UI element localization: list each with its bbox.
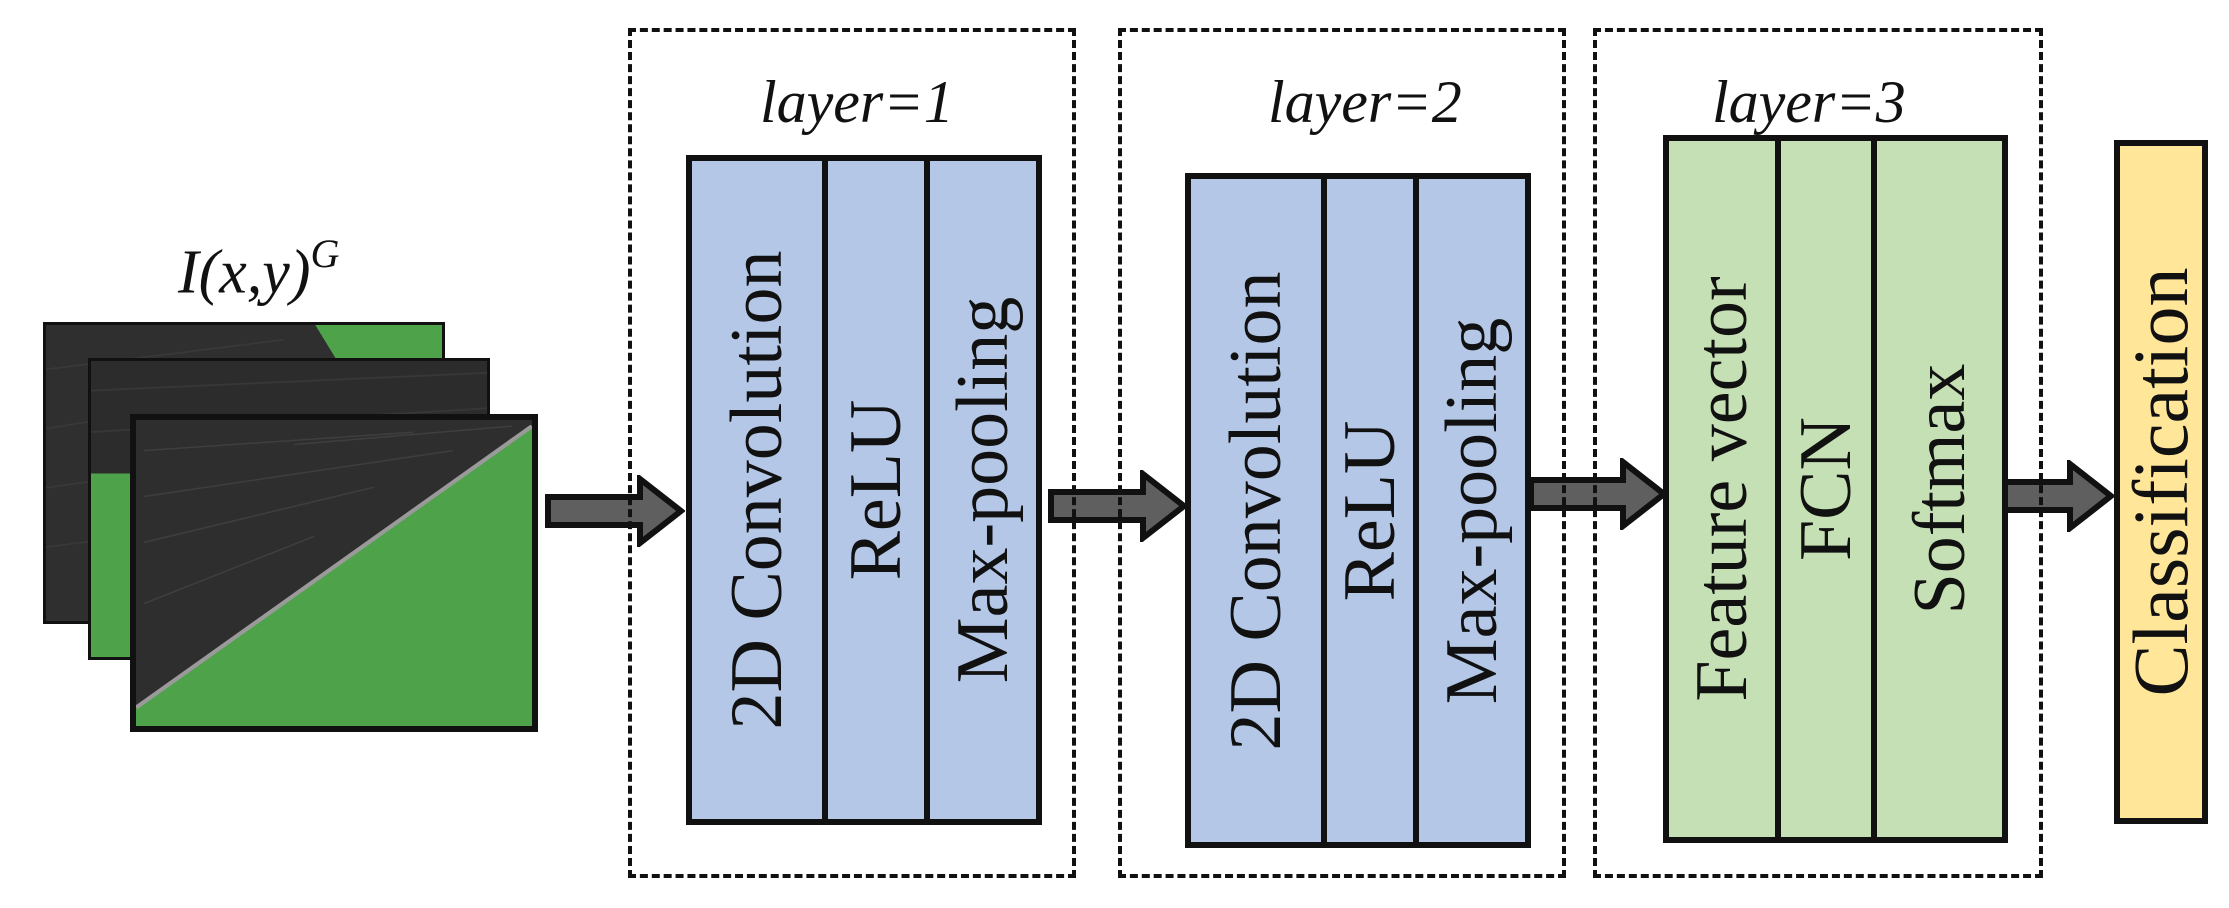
layer-2-label: layer=2 (1268, 69, 1462, 135)
op-fcn: FCN (1775, 141, 1871, 837)
layer-2-box (1118, 28, 1566, 878)
op-2d-convolution: 2D Convolution (1191, 179, 1321, 842)
op-label: Max-pooling (942, 296, 1024, 684)
op-label: 2D Convolution (716, 250, 798, 730)
flow-arrow-icon (545, 475, 685, 547)
input-label-main: I(x,y) (178, 238, 311, 307)
layer-3-label: layer=3 (1712, 69, 1906, 135)
op-relu: ReLU (1321, 179, 1413, 842)
op-2d-convolution: 2D Convolution (692, 161, 822, 819)
classification-label: Classification (2117, 267, 2204, 697)
op-label: ReLU (1329, 420, 1411, 601)
op-relu: ReLU (822, 161, 924, 819)
flow-arrow-icon (1528, 458, 1668, 530)
classification-box: Classification (2114, 140, 2208, 824)
layer-1-ops: 2D Convolution ReLU Max-pooling (686, 155, 1042, 825)
layer-3-ops: Feature vector FCN Softmax (1663, 135, 2008, 843)
op-max-pooling: Max-pooling (1413, 179, 1525, 842)
layer-1-label: layer=1 (760, 69, 954, 135)
op-label: 2D Convolution (1215, 271, 1297, 750)
input-label: I(x,y)G (178, 234, 339, 307)
op-label: ReLU (835, 399, 917, 581)
op-label: Feature vector (1681, 276, 1763, 702)
layer-3-box (1593, 28, 2043, 878)
op-label: Max-pooling (1431, 317, 1513, 704)
op-max-pooling: Max-pooling (924, 161, 1036, 819)
layer-1-box (628, 28, 1076, 878)
op-label: Softmax (1898, 363, 1981, 615)
flow-arrow-icon (1048, 470, 1188, 542)
op-softmax: Softmax (1871, 141, 2002, 837)
op-label: FCN (1785, 417, 1867, 561)
layer-2-ops: 2D Convolution ReLU Max-pooling (1185, 173, 1531, 848)
op-feature-vector: Feature vector (1669, 141, 1775, 837)
output-cell: Classification (2117, 146, 2204, 818)
input-image-front (130, 414, 538, 732)
input-label-superscript: G (310, 231, 340, 276)
